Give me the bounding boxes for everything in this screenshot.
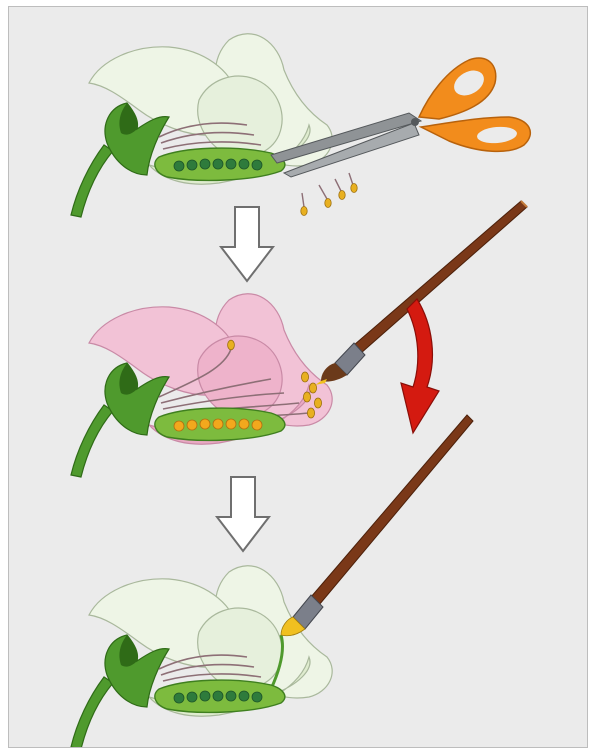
transfer-arrow (401, 299, 439, 433)
flower-pink (71, 294, 332, 477)
flower-panel-emasculation (71, 34, 530, 217)
flower-white-2 (71, 566, 332, 747)
flower-white-1 (71, 34, 332, 217)
paintbrush-icon-2 (281, 415, 473, 636)
flower-panel-pollination (71, 415, 473, 747)
step-arrow-2 (217, 477, 269, 551)
removed-anthers (301, 173, 357, 216)
diagram-canvas (8, 6, 588, 748)
step-arrow-1 (221, 207, 273, 281)
diagram-svg (9, 7, 587, 747)
